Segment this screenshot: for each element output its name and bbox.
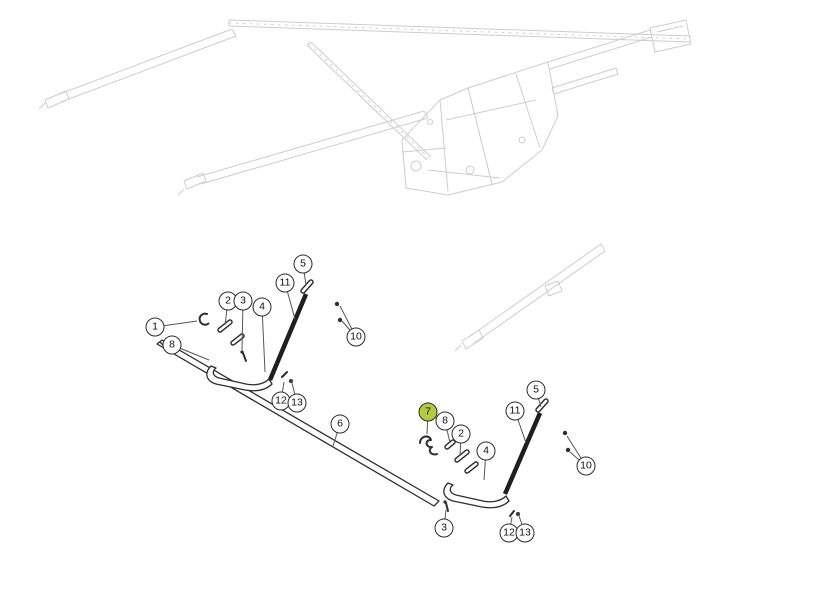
pin-right-b-highlight: [465, 462, 478, 473]
callout-right-5[interactable]: 5: [526, 380, 546, 400]
pin-left-top-highlight: [301, 280, 313, 293]
pin-left-b-highlight: [231, 334, 244, 345]
callout-left-11[interactable]: 11: [275, 273, 295, 293]
support-rod: [156, 339, 440, 507]
bolt-right-head: [443, 500, 447, 504]
callout-left-3[interactable]: 3: [233, 291, 253, 311]
left-rail-upper: [38, 28, 237, 110]
spring-right: [419, 435, 438, 456]
callout-left-10[interactable]: 10: [346, 327, 366, 347]
callout-right-11[interactable]: 11: [505, 401, 525, 421]
holder-bar-right: [443, 482, 510, 509]
tine-rod-left: [267, 293, 309, 381]
machine-frame-drawing: [38, 19, 692, 352]
right-beam: [547, 19, 692, 95]
hardware-left: [281, 371, 288, 378]
exploded-parts-drawing: [156, 279, 571, 517]
pin-right-a-highlight: [455, 450, 469, 462]
knife-rivets: [308, 43, 430, 159]
right-rail: [454, 243, 606, 352]
tine-rod-right: [502, 412, 543, 495]
callout-right-3[interactable]: 3: [434, 518, 454, 538]
pin-left-a-highlight: [218, 320, 232, 332]
frame-hole: [410, 160, 422, 172]
clip-left: [198, 312, 210, 326]
frame-hole: [427, 119, 433, 125]
fastener-dot: [562, 430, 568, 436]
callout-right-4[interactable]: 4: [476, 441, 496, 461]
fastener-dot: [565, 447, 571, 453]
callout-left-8[interactable]: 8: [162, 335, 182, 355]
bolt-right: [445, 502, 449, 512]
callout-left-1[interactable]: 1: [145, 317, 165, 337]
callout-right-2[interactable]: 2: [451, 424, 471, 444]
callout-right-12[interactable]: 12: [499, 523, 519, 543]
callout-left-13[interactable]: 13: [287, 393, 307, 413]
pin-right-top-highlight: [536, 399, 548, 412]
cutter-bar-teeth: [228, 22, 691, 40]
callout-left-5[interactable]: 5: [293, 254, 313, 274]
bolt-left-head: [240, 350, 244, 354]
fastener-dot: [337, 317, 343, 323]
frame-hole: [465, 165, 475, 175]
left-rail-lower: [177, 110, 429, 196]
callout-left-6[interactable]: 6: [330, 414, 350, 434]
knife-back-bar: [306, 41, 432, 161]
callout-right-10[interactable]: 10: [576, 456, 596, 476]
callout-left-4[interactable]: 4: [252, 297, 272, 317]
main-frame: [401, 61, 559, 196]
callout-right-13[interactable]: 13: [515, 523, 535, 543]
holder-bar-left: [206, 365, 273, 392]
callout-right-7-highlighted[interactable]: 7: [418, 402, 438, 422]
washer-right-highlight: [445, 440, 455, 449]
cutter-bar: [228, 19, 691, 43]
callout-right-8[interactable]: 8: [435, 411, 455, 431]
fastener-dot: [334, 301, 340, 307]
bolt-left: [242, 352, 247, 362]
leader-line-left-4: [261, 306, 266, 373]
hardware-right: [509, 510, 515, 517]
frame-hole: [518, 136, 526, 144]
